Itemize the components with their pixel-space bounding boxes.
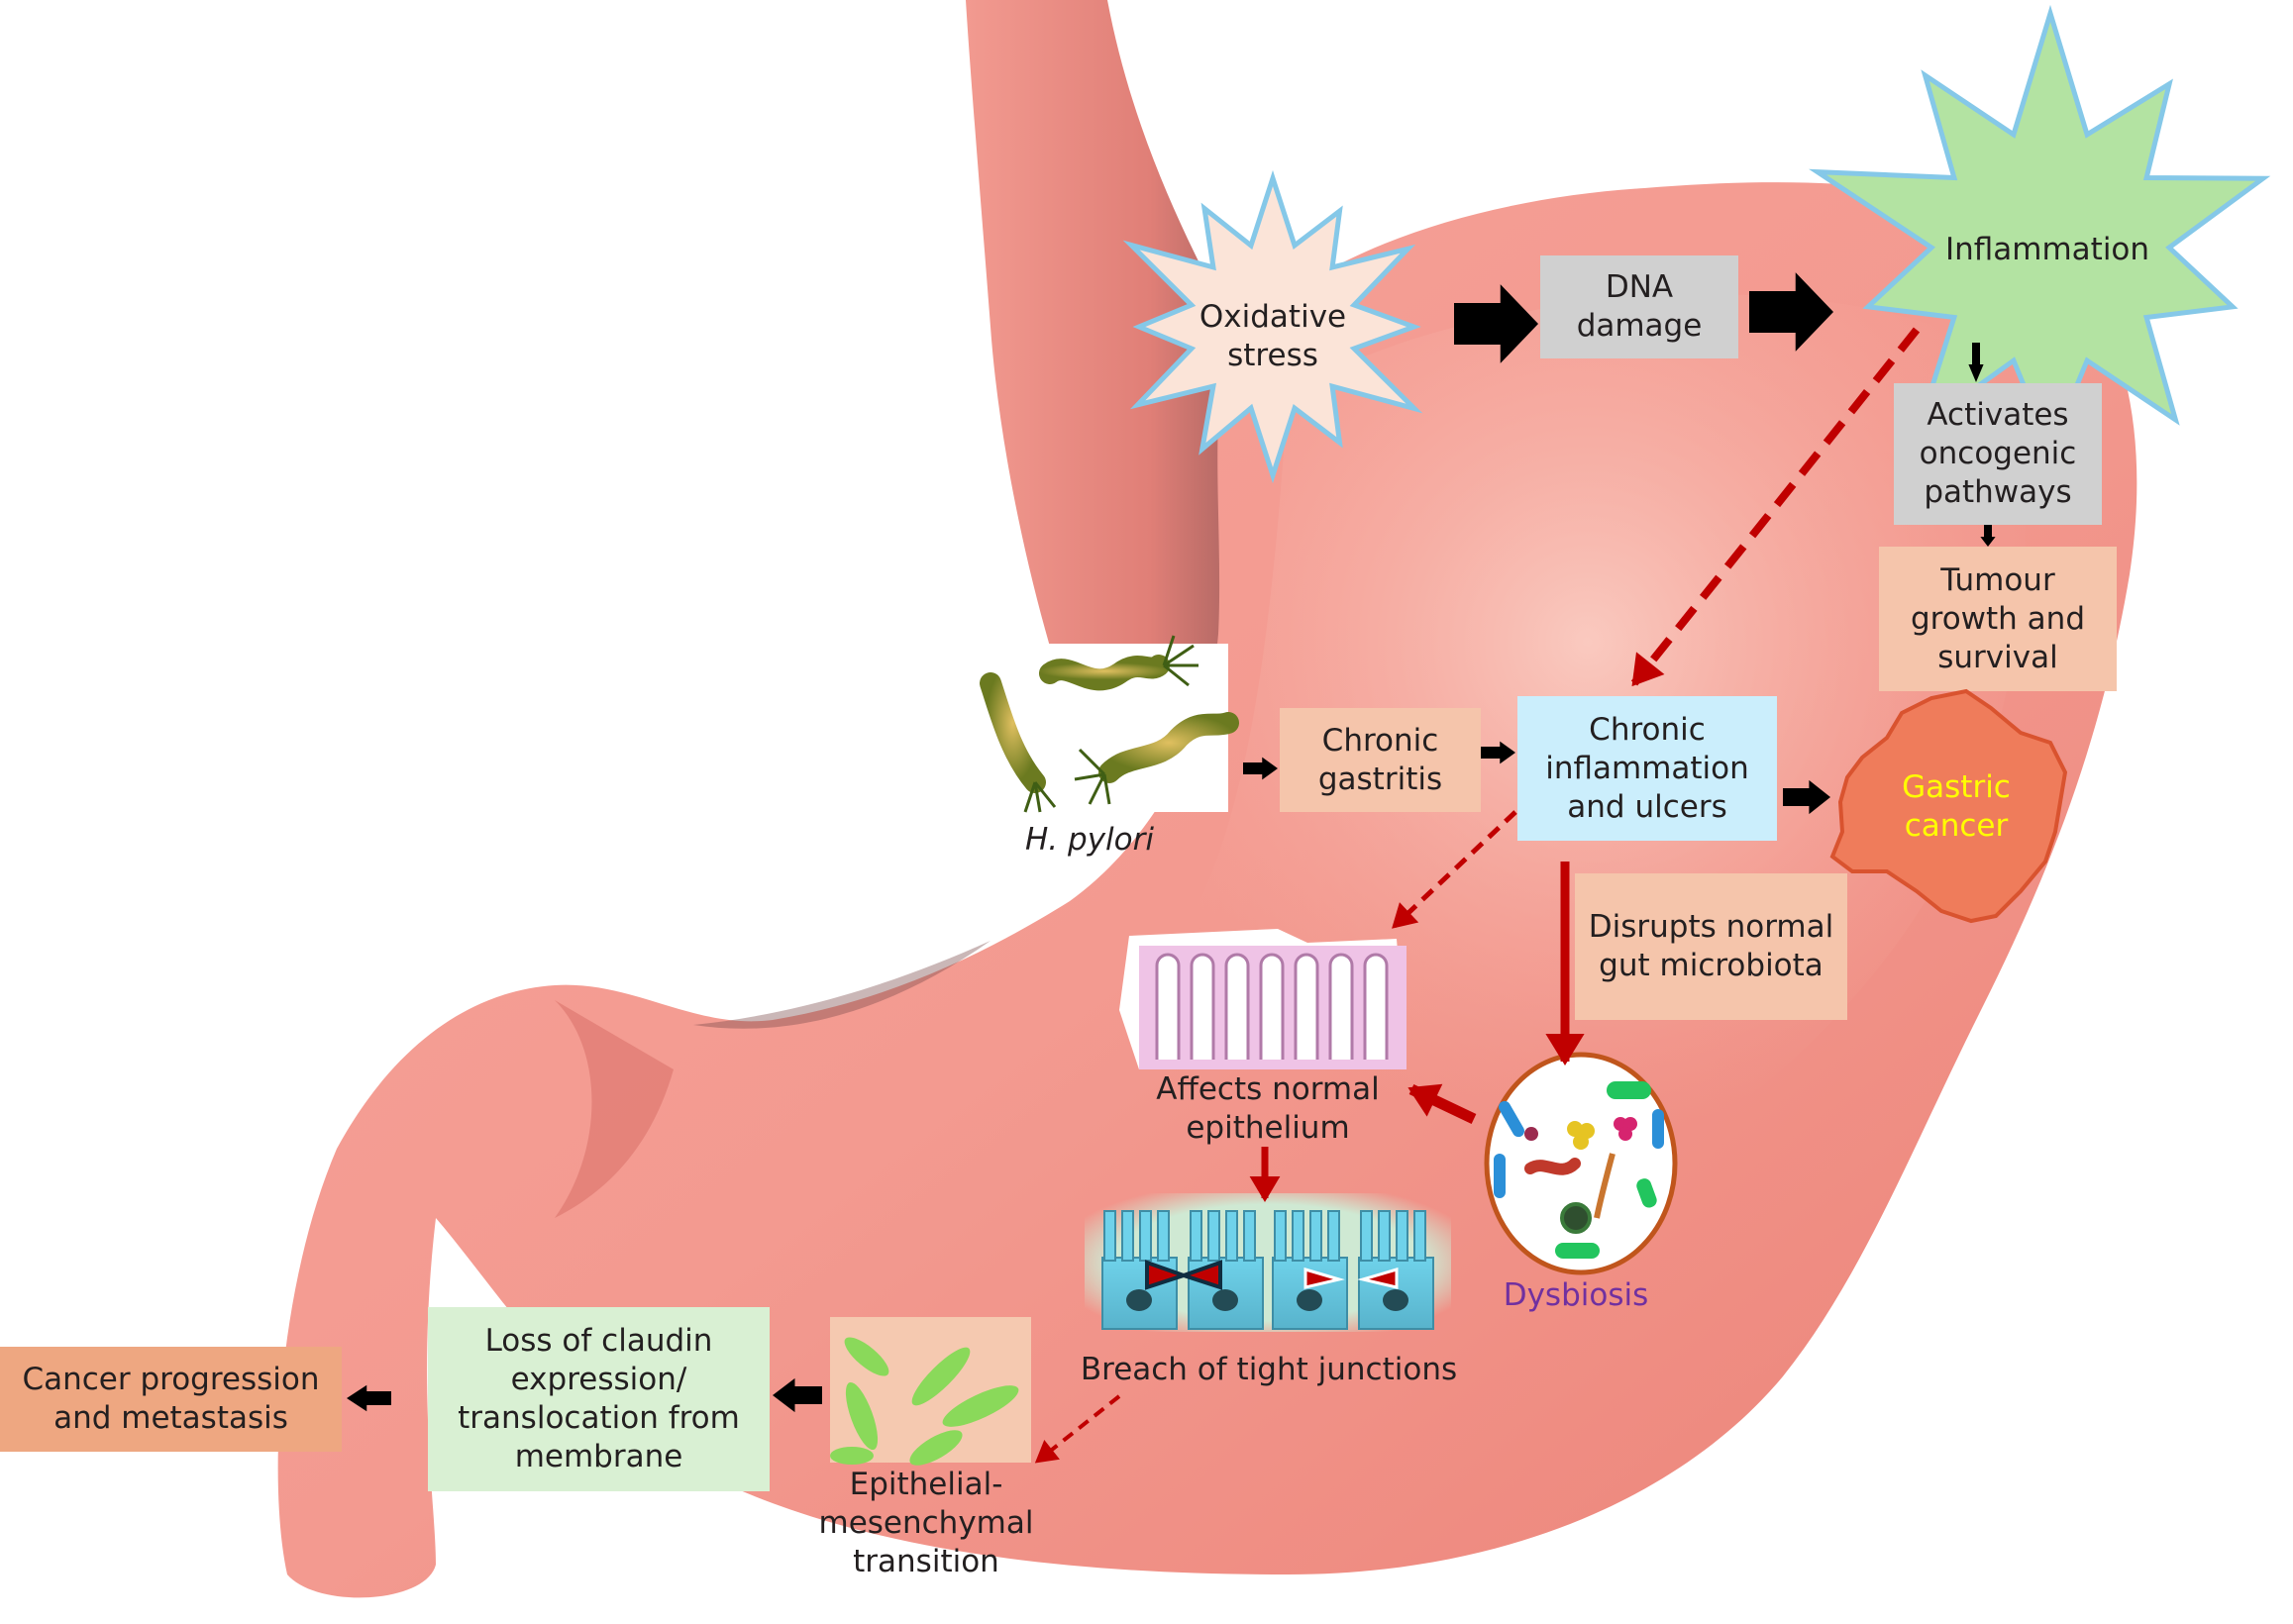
- arrow-oxidative-to-dna: [1454, 284, 1538, 363]
- inflammation-label: Inflammation: [1945, 232, 2149, 267]
- villus: [1328, 953, 1354, 1060]
- microvillus: [1360, 1210, 1373, 1262]
- dysbiosis-label: Dysbiosis: [1504, 1277, 1649, 1313]
- nucleus: [1212, 1289, 1238, 1311]
- arrow-chronic-to-dysbiosis: [1545, 862, 1585, 1066]
- chronic-inflammation-box: [1517, 696, 1777, 841]
- oxidative-stress-star: [1122, 169, 1423, 484]
- microvillus: [1413, 1210, 1426, 1262]
- gastric-cancer-label: Gastric cancer: [1902, 769, 2011, 844]
- microvillus: [1378, 1210, 1391, 1262]
- broken-tight-junction: [1303, 1267, 1345, 1289]
- dashed-arrow-inflammation-to-chronic-head: [1631, 652, 1665, 687]
- microvillus: [1121, 1210, 1134, 1262]
- bacterium-1: [980, 672, 1057, 813]
- lesser-curvature-shadow: [693, 941, 990, 1029]
- arrow-gastritis-to-inflammation: [1481, 741, 1515, 764]
- chronic-gastritis-box: [1280, 708, 1481, 812]
- dashed-arrow-inflammation-to-chronic: [1630, 327, 1921, 687]
- loss-of-claudin-box: [428, 1307, 770, 1491]
- esophagus: [966, 0, 1273, 753]
- cancer-progression-box: [0, 1347, 342, 1452]
- oxidative-stress-label: Oxidative stress: [1199, 299, 1347, 373]
- arrow-dysbiosis-to-epithelium-head: [1407, 1083, 1443, 1117]
- dashed-arrow-tj-to-emt-head: [1034, 1439, 1060, 1464]
- nucleus: [1126, 1289, 1152, 1311]
- dashed-arrow-tj-to-emt: [1034, 1394, 1121, 1464]
- arrow-emt-to-claudin: [773, 1377, 822, 1413]
- tight-junctions-illustration: [1085, 1193, 1451, 1332]
- h-pylori-label: H. pylori: [1025, 822, 1154, 858]
- microvillus: [1190, 1210, 1202, 1262]
- arrow-epithelium-to-tj-head: [1249, 1176, 1281, 1202]
- epithelial-cell: [1272, 1210, 1348, 1330]
- disrupts-microbiota-box: [1575, 873, 1847, 1020]
- microvillus: [1243, 1210, 1256, 1262]
- breach-tight-junctions-label: Breach of tight junctions: [1081, 1352, 1457, 1387]
- activates-oncogenic-label: Activates oncogenic pathways: [1919, 397, 2077, 510]
- arrow-dysbiosis-to-epithelium: [1407, 1083, 1477, 1124]
- broken-tight-junction: [1357, 1267, 1399, 1289]
- microvillus: [1396, 1210, 1408, 1262]
- nucleus: [1383, 1289, 1408, 1311]
- villus: [1155, 953, 1181, 1060]
- h-pylori-illustration: [976, 635, 1239, 813]
- arrow-claudin-to-progression: [347, 1384, 391, 1412]
- villus: [1224, 953, 1250, 1060]
- bacterium-2: [1039, 635, 1199, 691]
- dashed-arrow-chronic-to-epithelium-head: [1392, 902, 1419, 929]
- bacterium-3: [1074, 712, 1239, 805]
- tumour-growth-label: Tumour growth and survival: [1910, 561, 2086, 675]
- villi: [1155, 953, 1389, 1060]
- dysbiosis-illustration: [1484, 1052, 1678, 1275]
- dashed-arrow-chronic-to-epithelium: [1392, 810, 1517, 929]
- tight-junction-cells: [1101, 1210, 1434, 1330]
- cancer-progression-label: Cancer progression and metastasis: [22, 1362, 320, 1436]
- dna-damage-label: DNA damage: [1576, 269, 1703, 344]
- tumour-growth-box: [1879, 547, 2117, 691]
- arrow-epithelium-to-tj: [1249, 1147, 1281, 1202]
- chronic-inflammation-label: Chronic inflammation and ulcers: [1545, 711, 1749, 825]
- pylorus-fold: [555, 1000, 674, 1218]
- emt-label: Epithelial- mesenchymal transition: [818, 1466, 1034, 1579]
- chronic-gastritis-label: Chronic gastritis: [1317, 722, 1443, 797]
- microvillus: [1225, 1210, 1238, 1262]
- arrow-activates-to-tumour: [1980, 525, 1996, 547]
- microvillus: [1292, 1210, 1304, 1262]
- villus: [1363, 953, 1389, 1060]
- arrows: [347, 272, 1996, 1464]
- activates-oncogenic-box: [1894, 383, 2102, 525]
- arrow-dna-to-inflammation: [1749, 272, 1833, 352]
- villus: [1294, 953, 1319, 1060]
- arrow-hpylori-to-gastritis: [1243, 757, 1278, 780]
- nucleus: [1297, 1289, 1322, 1311]
- microvillus: [1309, 1210, 1322, 1262]
- microvillus: [1207, 1210, 1220, 1262]
- dashed-arrow-inflammation-to-chronic-shaft: [1630, 327, 1921, 686]
- microvillus: [1103, 1210, 1116, 1262]
- arrow-inflammation-to-activates: [1968, 343, 1984, 382]
- intact-tight-junction: [1145, 1260, 1222, 1290]
- microvillus: [1274, 1210, 1287, 1262]
- epithelium-illustration: [1119, 929, 1407, 1069]
- gastric-cancer-tumour: [1829, 688, 2068, 924]
- dna-damage-box: [1540, 255, 1738, 358]
- emt-illustration: [830, 1317, 1031, 1466]
- microvillus: [1157, 1210, 1170, 1262]
- microvillus: [1139, 1210, 1152, 1262]
- affects-epithelium-label: Affects normal epithelium: [1156, 1071, 1380, 1146]
- loss-of-claudin-label: Loss of claudin expression/ translocatio…: [458, 1323, 740, 1474]
- villus: [1190, 953, 1215, 1060]
- arrow-inflammation-to-cancer: [1783, 779, 1830, 815]
- microvillus: [1327, 1210, 1340, 1262]
- disrupts-microbiota-label: Disrupts normal gut microbiota: [1588, 909, 1834, 983]
- epithelial-cell: [1188, 1210, 1264, 1330]
- arrow-chronic-to-dysbiosis-head: [1545, 1034, 1585, 1066]
- villus: [1259, 953, 1285, 1060]
- dashed-arrow-chronic-to-epithelium-shaft: [1393, 810, 1517, 928]
